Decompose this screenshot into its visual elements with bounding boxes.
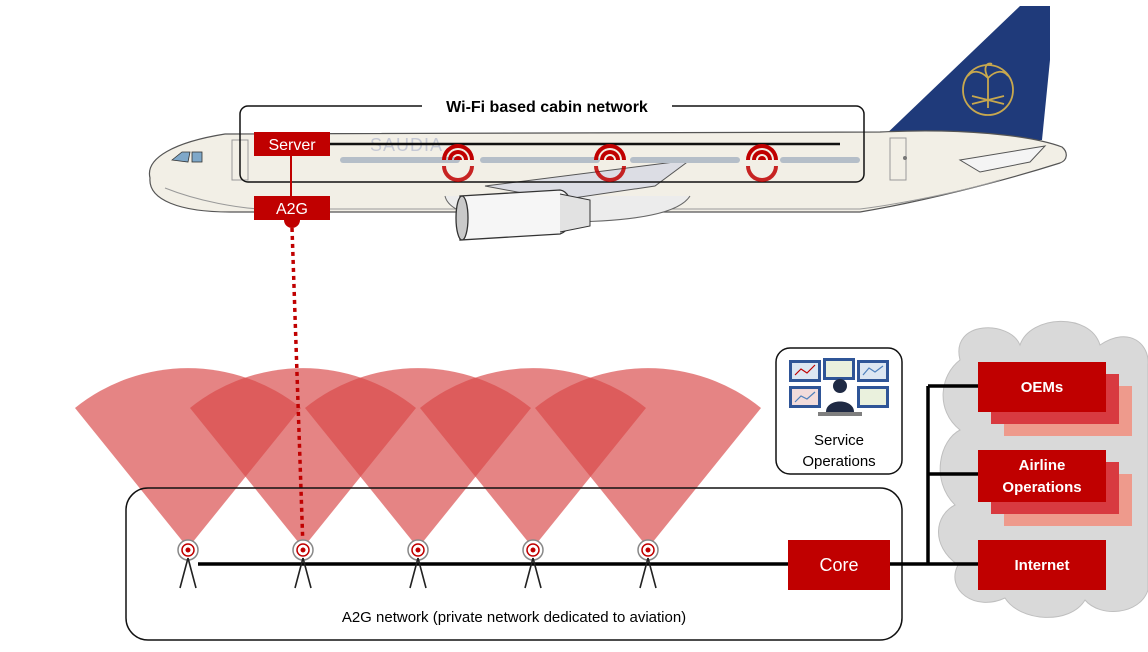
coverage-cones	[75, 368, 761, 548]
a2g-antenna	[284, 220, 300, 228]
tail-fin	[880, 6, 1050, 140]
ground-tower-5	[637, 539, 659, 589]
airline-operations-box	[978, 450, 1106, 502]
ground-tower-3	[407, 539, 429, 589]
airline-operations-label-line2: Operations	[1002, 479, 1081, 496]
server-label: Server	[268, 137, 316, 154]
service-operations-label-line1: Service	[814, 432, 864, 449]
server-box	[254, 132, 330, 156]
a2g-label: A2G	[276, 201, 308, 218]
ground-tower-1	[177, 539, 199, 589]
cabin-windows	[340, 157, 860, 163]
a2g-network-caption: A2G network (private network dedicated t…	[342, 609, 686, 626]
aircraft: SAUDIA	[148, 6, 1067, 241]
oems-box-stack: OEMs	[978, 362, 1132, 436]
horizontal-stabilizer	[958, 145, 1047, 173]
airline-operations-box-stack: Airline Operations	[978, 450, 1132, 526]
cabin-network-title: Wi-Fi based cabin network	[446, 99, 648, 116]
coverage-cone-5	[535, 368, 761, 548]
operator-icon	[818, 379, 862, 416]
service-operations-label-line2: Operations	[802, 453, 875, 470]
airline-operations-label-line1: Airline	[1019, 457, 1066, 474]
ground-tower-4	[522, 539, 544, 589]
core-box	[788, 540, 890, 590]
core-label: Core	[819, 555, 858, 575]
monitoring-screens-icon	[789, 358, 889, 408]
cockpit-windows	[171, 151, 203, 163]
ground-tower-2	[292, 539, 314, 589]
service-operations: Service Operations	[775, 347, 903, 475]
oems-label: OEMs	[1021, 379, 1064, 396]
oems-box	[978, 362, 1106, 412]
cabin-wifi-ap-1	[442, 144, 474, 182]
cloud-connectors	[890, 384, 978, 566]
airline-emblem	[962, 62, 1014, 116]
air-to-ground-link	[290, 227, 305, 549]
cabin-wifi-ap-3	[746, 144, 778, 182]
a2g-box	[254, 196, 330, 220]
engine	[455, 189, 591, 241]
internet-box	[978, 540, 1106, 590]
internet-label: Internet	[1014, 557, 1069, 574]
cabin-wifi-ap-2	[594, 144, 626, 182]
